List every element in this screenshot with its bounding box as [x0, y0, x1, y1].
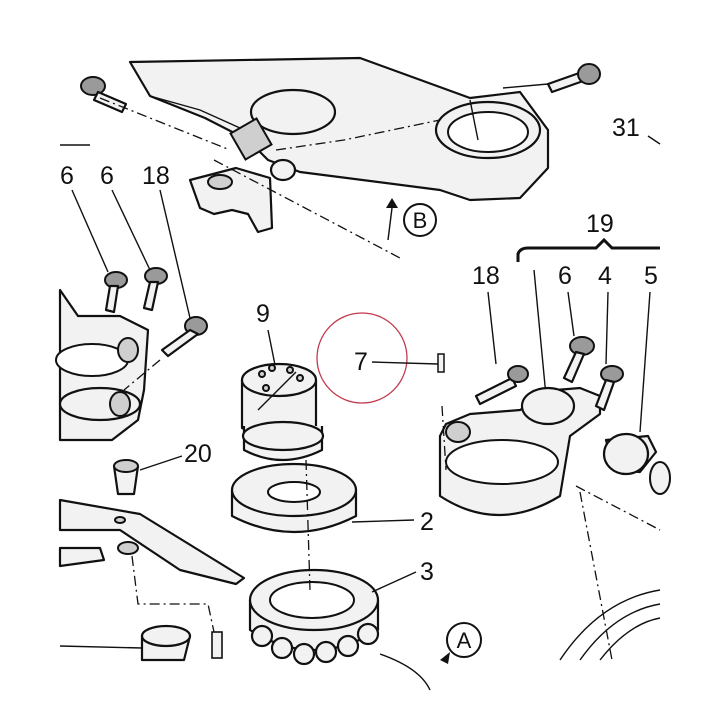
callout-19: 19 — [586, 210, 614, 238]
callout-5: 5 — [644, 262, 658, 290]
top-bolt-left — [80, 76, 128, 114]
right-fork-clamp — [438, 386, 602, 517]
view-a-letter: A — [457, 628, 472, 653]
part-9-plug — [240, 362, 325, 462]
highlight-circle — [316, 312, 408, 404]
view-a-marker: A — [440, 622, 482, 664]
part-5-collar — [602, 432, 671, 495]
callout-4: 4 — [598, 262, 612, 290]
bolt-6-right — [562, 336, 595, 384]
part-7-pin — [437, 353, 445, 373]
callout-6-left-a: 6 — [60, 162, 74, 190]
bolt-18-left — [160, 316, 208, 358]
part-20-nut — [112, 459, 140, 496]
bolt-6-left-b — [142, 267, 168, 312]
bottom-bushing — [140, 624, 192, 662]
bolt-4-right — [594, 365, 624, 412]
callout-18-right: 18 — [472, 262, 500, 290]
top-yoke — [128, 56, 550, 234]
callout-2: 2 — [420, 508, 434, 536]
top-bolt-right — [546, 63, 601, 94]
bottom-left-bracket — [58, 498, 246, 586]
callout-7: 7 — [354, 348, 368, 376]
callout-6-right: 6 — [558, 262, 572, 290]
bolt-18-right — [474, 365, 529, 406]
callout-6-left-b: 6 — [100, 162, 114, 190]
callout-3: 3 — [420, 558, 434, 586]
part-3-bearing — [248, 568, 380, 666]
part-2-seal — [230, 462, 358, 534]
view-b-marker: B — [386, 198, 437, 241]
bottom-small-bolt — [211, 631, 223, 659]
left-fork-clamp — [55, 288, 150, 442]
view-b-letter: B — [413, 208, 428, 233]
callout-31: 31 — [612, 114, 640, 142]
callout-20: 20 — [184, 440, 212, 468]
wheel-arcs — [559, 589, 661, 661]
bolt-6-left-a — [104, 271, 128, 314]
callout-18-left: 18 — [142, 162, 170, 190]
callout-9: 9 — [256, 300, 270, 328]
